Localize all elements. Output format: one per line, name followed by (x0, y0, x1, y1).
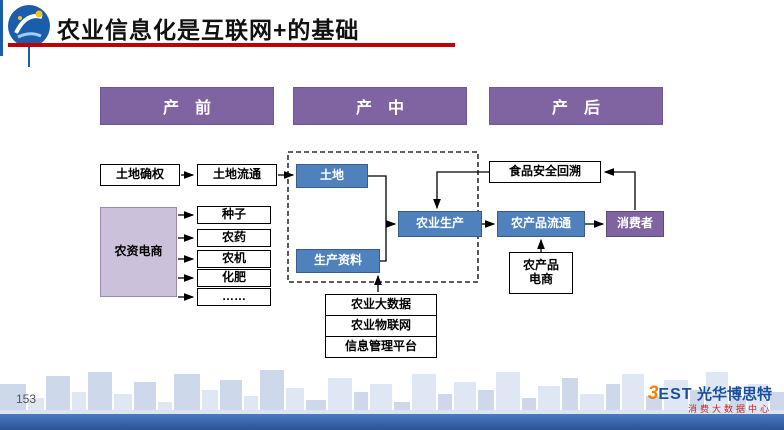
node-supply-seeds: 种子 (197, 206, 271, 224)
node-land: 土地 (296, 164, 368, 188)
node-agri-supplies-ecommerce: 农资电商 (100, 207, 177, 297)
phase-post-production: 产 后 (489, 87, 663, 125)
node-supply-machinery: 农机 (197, 250, 271, 268)
phase-pre-production: 产 前 (100, 87, 274, 125)
page-number: 153 (16, 392, 37, 406)
title-underline (8, 43, 455, 47)
node-product-ecommerce-line2: 电商 (528, 272, 553, 286)
node-agri-big-data: 农业大数据 (325, 294, 437, 316)
node-production-materials: 生产资料 (296, 249, 380, 273)
left-edge-accent (0, 0, 3, 56)
node-land-transfer: 土地流通 (197, 164, 277, 186)
footer-brand: 3EST 光华博思特 消费大数据中心 (648, 384, 772, 414)
node-agri-production: 农业生产 (398, 211, 482, 237)
node-consumer: 消费者 (606, 211, 664, 237)
node-product-distribution: 农产品流通 (497, 211, 585, 237)
company-logo-icon (8, 5, 50, 67)
node-supply-pesticide: 农药 (197, 229, 271, 247)
node-product-ecommerce: 农产品 电商 (509, 252, 573, 294)
cityscape-decoration (0, 370, 784, 416)
slide-title: 农业信息化是互联网+的基础 (57, 17, 360, 43)
node-product-ecommerce-line1: 农产品 (522, 258, 559, 273)
brand-subtitle: 消费大数据中心 (687, 403, 772, 414)
node-food-safety-trace: 食品安全回溯 (489, 161, 601, 183)
node-land-rights: 土地确权 (100, 164, 180, 186)
phase-mid-production: 产 中 (293, 87, 467, 125)
brand-mark-3: 3 (647, 383, 659, 404)
node-info-management-platform: 信息管理平台 (325, 336, 437, 358)
brand-name: 光华博思特 (696, 386, 772, 403)
node-supply-fertilizer: 化肥 (197, 269, 271, 287)
node-supply-more: …… (197, 288, 271, 306)
brand-mark-est: EST (658, 386, 693, 403)
node-agri-iot: 农业物联网 (325, 315, 437, 337)
footer-accent-bar (0, 414, 784, 430)
